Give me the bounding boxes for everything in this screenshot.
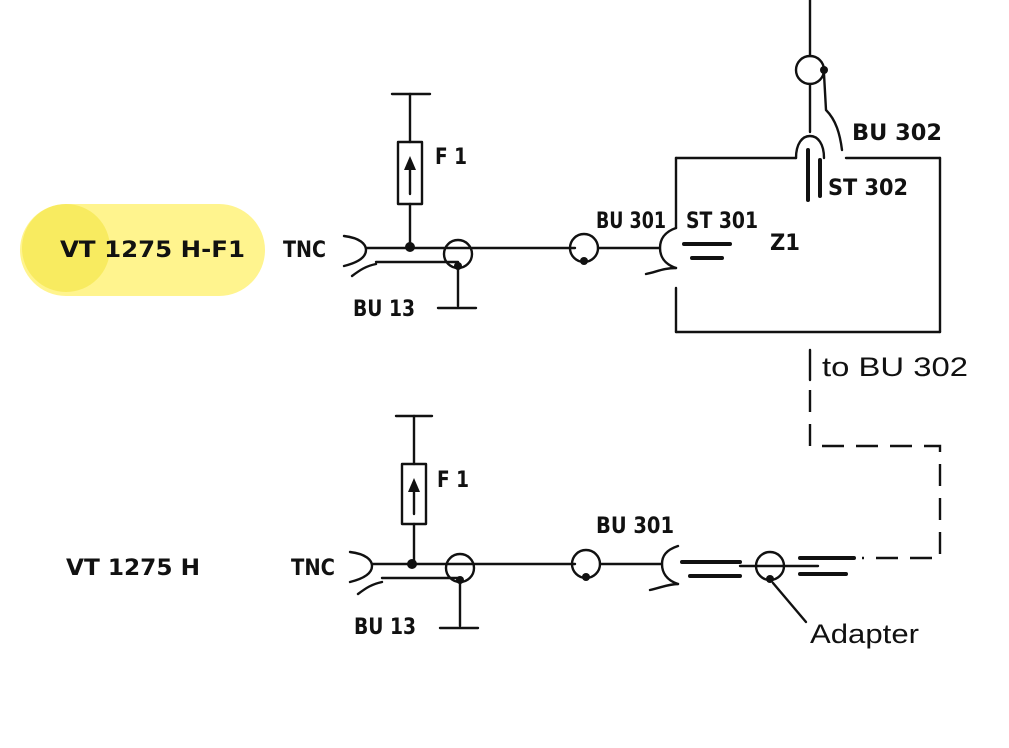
bottom-tnc-socket-lower: [356, 580, 384, 596]
bu302-coax-ring-dot: [820, 66, 828, 74]
top-bu301-label: BU 301: [596, 209, 666, 234]
top-bu301-socket-tail: [644, 266, 678, 276]
bottom-junction-dot: [407, 559, 417, 569]
top-coax-ring-1-dot: [454, 262, 462, 270]
top-filter-arrow-head: [404, 156, 416, 170]
bottom-bu301-socket-tail: [648, 582, 680, 592]
bottom-filter-label: F 1: [437, 468, 469, 493]
top-tnc-socket-lower: [350, 262, 378, 278]
bu302-socket: [794, 134, 826, 160]
top-socket-label: BU 13: [353, 297, 415, 322]
top-st302-label: ST 302: [828, 176, 908, 201]
top-tnc-socket-symbol: [342, 234, 368, 268]
adapter-pointer-line: [771, 581, 808, 624]
bottom-coax-ring-2-dot: [582, 573, 590, 581]
bottom-coax-ring-1-dot: [456, 576, 464, 584]
bottom-bu301-socket: [660, 544, 680, 586]
bottom-device-label: VT 1275 H: [66, 556, 200, 581]
bottom-tnc-socket-symbol: [348, 550, 374, 584]
adapter-label: Adapter: [810, 619, 919, 649]
bu302-coax-ring: [794, 54, 826, 86]
top-connector-type: TNC: [283, 238, 326, 263]
top-device-label: VT 1275 H-F1: [60, 238, 245, 263]
top-circuit: VT 1275 H-F1 TNC BU 13 F 1 BU 301 ST 301…: [60, 0, 942, 334]
top-bu302-label: BU 302: [852, 121, 942, 146]
highlight-marker-dot: [22, 204, 110, 292]
bottom-filter-arrow-head: [408, 478, 420, 492]
link-label: to BU 302: [822, 352, 968, 382]
top-coax-ring-2-dot: [580, 257, 588, 265]
top-z1-label: Z1: [770, 231, 800, 256]
bottom-socket-label: BU 13: [354, 615, 416, 640]
top-bu301-socket: [658, 226, 678, 270]
top-filter-label: F 1: [435, 145, 467, 170]
bottom-bu301-label: BU 301: [596, 514, 674, 539]
bu302-shield-line: [822, 72, 844, 152]
adapter-coax-ring-dot: [766, 575, 774, 583]
dashed-link-line: [808, 390, 942, 560]
bottom-circuit: VT 1275 H TNC BU 13 F 1 BU 301 Adapter: [66, 414, 919, 649]
top-st301-label: ST 301: [686, 209, 758, 234]
bottom-connector-type: TNC: [291, 556, 335, 581]
